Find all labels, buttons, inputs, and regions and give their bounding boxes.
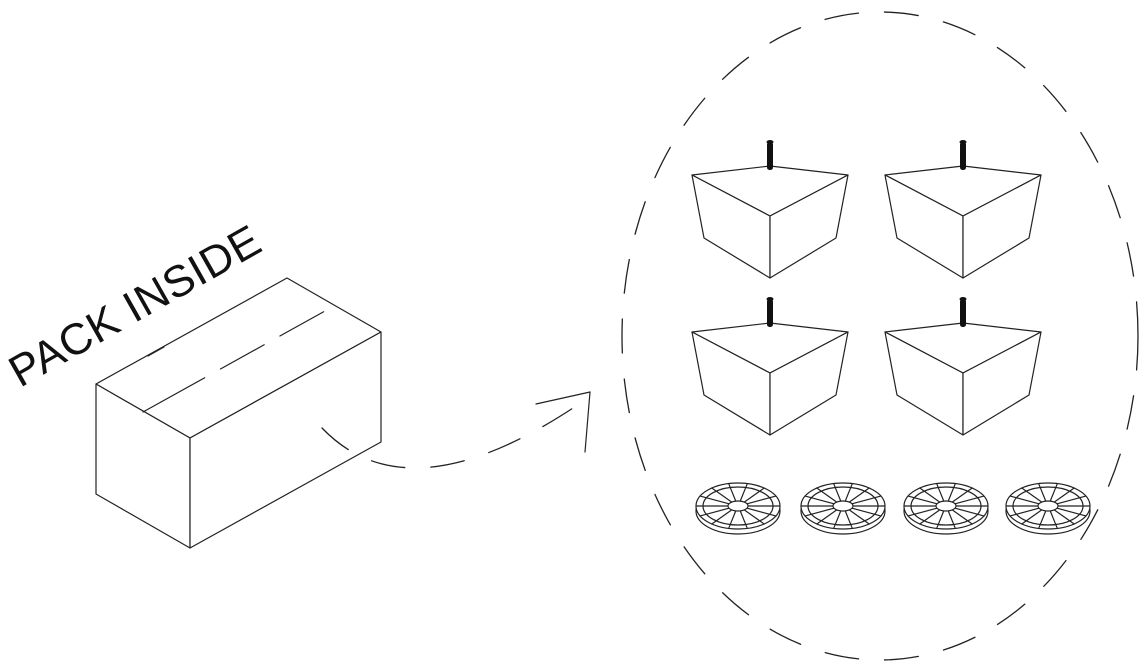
contents-circle: [621, 11, 1139, 661]
glide-icon: [903, 482, 989, 535]
dashed-arrow-icon: [321, 391, 591, 469]
tapered-leg-icon: [691, 297, 849, 436]
glide-icon: [1005, 482, 1091, 535]
tapered-leg-icon: [884, 140, 1042, 279]
shipping-box-icon: [95, 277, 382, 549]
tapered-leg-icon: [884, 297, 1042, 436]
glide-icon: [695, 482, 781, 535]
legs-group: [691, 140, 1042, 436]
tapered-leg-icon: [691, 140, 849, 279]
glide-icon: [800, 482, 886, 535]
glides-group: [695, 482, 1091, 535]
